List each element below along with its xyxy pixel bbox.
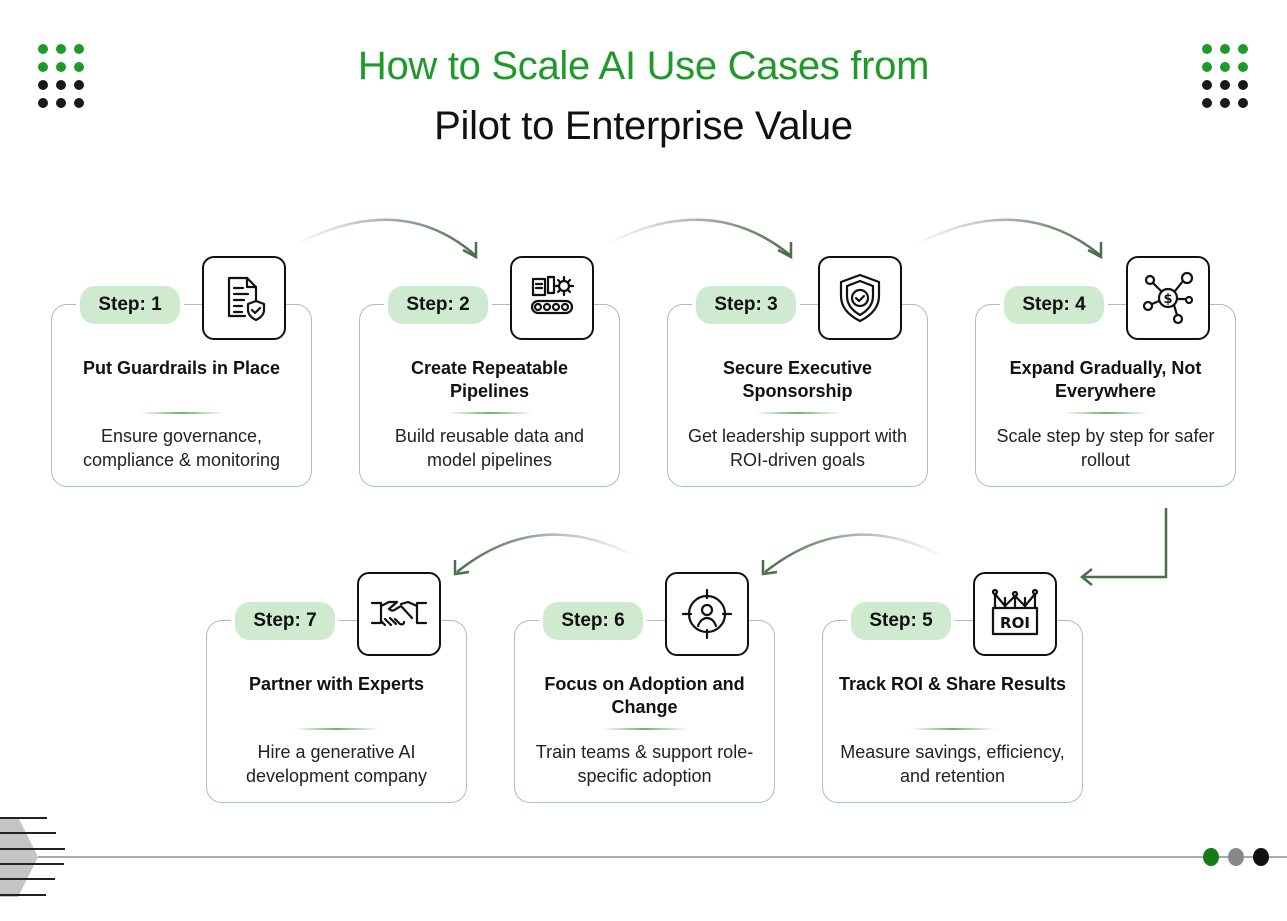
- svg-text:$: $: [1163, 292, 1172, 307]
- step-title: Expand Gradually, Not Everywhere: [1009, 358, 1202, 401]
- dot: [1238, 62, 1248, 72]
- step-title: Focus on Adoption and Change: [544, 674, 745, 717]
- dot: [1220, 62, 1230, 72]
- dot: [74, 62, 84, 72]
- arrow-4-5: [1082, 508, 1168, 579]
- dot: [38, 80, 48, 90]
- dot: [1238, 44, 1248, 54]
- svg-text:ROI: ROI: [1000, 614, 1030, 632]
- dot: [1202, 44, 1212, 54]
- dot: [38, 98, 48, 108]
- divider: [294, 728, 380, 730]
- footer-decoration: [0, 817, 1287, 897]
- step-description: Get leadership support with ROI-driven g…: [687, 426, 908, 470]
- step-label: Step: 1: [76, 282, 184, 328]
- dot: [1202, 62, 1212, 72]
- step-description: Build reusable data and model pipelines: [394, 426, 585, 470]
- step-description: Ensure governance, compliance & monitori…: [82, 426, 281, 470]
- dot: [74, 44, 84, 54]
- step-card-7: Step: 7 Partner with Experts Hire a gene…: [206, 572, 467, 803]
- dot: [1220, 44, 1230, 54]
- step-title: Track ROI & Share Results: [838, 674, 1067, 694]
- dot: [1202, 98, 1212, 108]
- dot-grid-left: [38, 44, 84, 108]
- arrow-6-7: [456, 533, 639, 573]
- step-title: Create Repeatable Pipelines: [410, 358, 569, 401]
- title-line-1: How to Scale AI Use Cases from: [357, 44, 930, 88]
- dot: [56, 80, 66, 90]
- title-line-2: Pilot to Enterprise Value: [434, 104, 853, 148]
- arrow-5-6: [764, 533, 946, 573]
- dot: [56, 62, 66, 72]
- divider: [602, 728, 688, 730]
- divider: [447, 412, 533, 414]
- divider: [910, 728, 996, 730]
- dot: [56, 98, 66, 108]
- step-label: Step: 2: [384, 282, 492, 328]
- arrow-2-3: [604, 218, 791, 256]
- dot: [1202, 80, 1212, 90]
- divider: [755, 412, 841, 414]
- dot: [1220, 98, 1230, 108]
- step-description: Scale step by step for safer rollout: [996, 426, 1215, 470]
- step-description: Train teams & support role-specific adop…: [535, 742, 754, 786]
- step-title: Secure Executive Sponsorship: [722, 358, 873, 401]
- roi-chart-icon: ROI: [973, 572, 1057, 656]
- step-label: Step: 6: [539, 598, 647, 644]
- step-title: Put Guardrails in Place: [82, 358, 281, 378]
- step-label: Step: 3: [692, 282, 800, 328]
- step-card-4: Step: 4 $ Expand Gradually, Not Everywhe…: [975, 256, 1236, 487]
- step-card-2: Step: 2 Create Repeatable Pipelines Buil…: [359, 256, 620, 487]
- step-title: Partner with Experts: [248, 674, 425, 694]
- step-card-3: Step: 3 Secure Executive Sponsorship Get…: [667, 256, 928, 487]
- dot-grid-right: [1202, 44, 1248, 108]
- document-shield-icon: [202, 256, 286, 340]
- divider: [1063, 412, 1149, 414]
- arrow-3-4: [914, 218, 1101, 256]
- dot: [1220, 80, 1230, 90]
- dot: [1238, 98, 1248, 108]
- dot: [56, 44, 66, 54]
- divider: [139, 412, 225, 414]
- dot: [1238, 80, 1248, 90]
- dot: [74, 98, 84, 108]
- dot: [38, 62, 48, 72]
- step-description: Hire a generative AI development company: [245, 742, 428, 786]
- dot: [74, 80, 84, 90]
- dollar-network-icon: $: [1126, 256, 1210, 340]
- dot: [38, 44, 48, 54]
- step-card-1: Step: 1 Put Guardrails in Place Ensure g…: [51, 256, 312, 487]
- handshake-icon: [357, 572, 441, 656]
- target-user-icon: [665, 572, 749, 656]
- step-label: Step: 4: [1000, 282, 1108, 328]
- step-label: Step: 5: [847, 598, 955, 644]
- step-description: Measure savings, efficiency, and retenti…: [840, 742, 1065, 786]
- shield-check-icon: [818, 256, 902, 340]
- step-label: Step: 7: [231, 598, 339, 644]
- arrow-1-2: [294, 218, 476, 256]
- step-card-5: Step: 5 ROI Track ROI & Share Results Me…: [822, 572, 1083, 803]
- step-card-6: Step: 6 Focus on Adoption and Change Tra…: [514, 572, 775, 803]
- pipeline-gear-icon: [510, 256, 594, 340]
